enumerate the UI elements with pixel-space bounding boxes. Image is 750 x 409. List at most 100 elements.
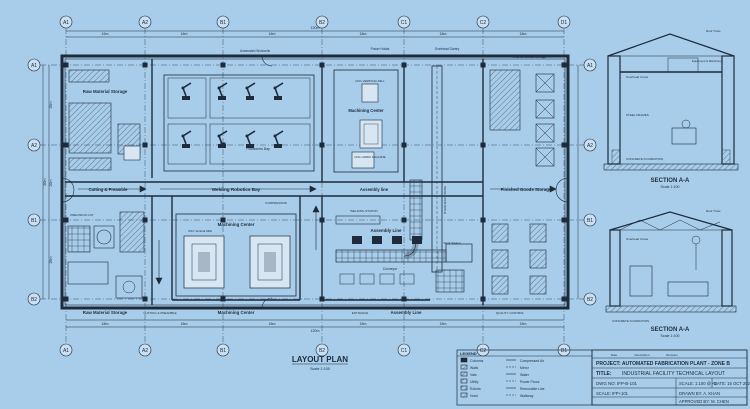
grid-bubble-label: C2: [480, 348, 487, 354]
section-bottom-drawing: [605, 211, 737, 313]
grid-bubble: [138, 343, 152, 357]
grid-bubble-label: B1: [587, 218, 593, 224]
room-label: Raw Material Storage: [83, 89, 128, 94]
note-label: WELDING STATION: [350, 209, 377, 213]
room-label: Machining Center: [218, 310, 255, 315]
column: [401, 296, 407, 302]
welding-robot: [217, 82, 228, 100]
section-note: Overhead Crane: [626, 75, 649, 79]
welding-robots: [181, 82, 284, 148]
note-label: Automated Workcells: [240, 49, 270, 53]
dimension-value: 18m: [181, 32, 188, 36]
note-label: Power Hoists: [371, 47, 390, 51]
flow-arrows: [78, 185, 557, 285]
drawn-by: DRAWN BY: A. KHAN: [679, 391, 720, 396]
room-label: Welding Robotics Bay: [212, 187, 261, 192]
storage-rack: [529, 223, 547, 243]
column: [401, 142, 407, 148]
column: [561, 217, 567, 223]
legend-swatch: [460, 378, 468, 384]
assembly-line: [335, 215, 473, 293]
column: [63, 62, 69, 68]
grid-bubble-label: D1: [561, 348, 568, 354]
finished-goods-racks: [489, 69, 555, 295]
grid-bubble: [27, 138, 41, 152]
legend-label: Utility: [470, 380, 479, 384]
grid-bubble-label: C1: [401, 348, 408, 354]
note-label: Overhead Gantry: [435, 47, 460, 51]
dimension-value: 26m: [49, 180, 53, 187]
equipment-label: CUTTING & PREAMBLE: [143, 311, 176, 315]
section-scale: Scale 1:100: [661, 185, 680, 189]
storage-rack: [529, 275, 547, 295]
dimension-value: 18m: [440, 322, 447, 326]
welding-robot: [273, 130, 284, 148]
grid-bubble-label: A1: [31, 63, 37, 69]
drawing-scale-2: SCALE: IFP+101: [596, 391, 629, 396]
note-label: CNC VERTICAL MILL: [355, 79, 385, 83]
section-note: STEEL FRAMES: [626, 113, 649, 117]
welding-robot: [217, 130, 228, 148]
grid-bubble: [27, 58, 41, 72]
grid-bubble: [557, 15, 571, 29]
grid-bubble-label: A2: [31, 143, 37, 149]
storage-rack: [491, 249, 509, 269]
column: [142, 296, 148, 302]
section-title: SECTION A-A: [651, 327, 690, 333]
storage-rack: [489, 69, 521, 131]
column: [319, 62, 325, 68]
column: [220, 296, 226, 302]
column: [401, 217, 407, 223]
legend-label: Water: [520, 373, 530, 377]
note-label: CNC HORIZ MACHINE: [354, 155, 385, 159]
room-label: Finished Goods Storage: [501, 187, 552, 192]
drawing-date: DATE: 15 OCT 2023: [714, 381, 750, 386]
grid-bubble: [59, 343, 73, 357]
revision-header: Description: [634, 353, 649, 357]
legend-label: Mirror: [520, 366, 530, 370]
column: [480, 296, 486, 302]
title-label: TITLE:: [596, 371, 612, 377]
column: [142, 142, 148, 148]
storage-rack: [535, 99, 555, 119]
legend-items: LEGENDColumnsWallsVatsUtilityRobotsHoist…: [460, 351, 545, 398]
column: [142, 217, 148, 223]
dimension-value: 18m: [440, 32, 447, 36]
dimension-value: 19m: [102, 32, 109, 36]
note-label: COMPRESSOR: [265, 201, 288, 205]
grid-bubble: [59, 15, 73, 29]
storage-rack: [535, 123, 555, 143]
welding-robot: [273, 82, 284, 100]
grid-bubble: [397, 343, 411, 357]
layout-plan-caption: LAYOUT PLAN Scale 1:100: [292, 355, 348, 371]
legend-swatch: [460, 392, 468, 398]
dimension-value: 120m: [311, 26, 320, 30]
column: [220, 217, 226, 223]
dimension-value: 18m: [269, 32, 276, 36]
room-label: Machining Center: [218, 222, 255, 227]
room-label: Raw Material Storage: [83, 310, 128, 315]
section-title: SECTION A-A: [651, 178, 690, 184]
welding-robot: [245, 82, 256, 100]
dimension-value: 18m: [269, 322, 276, 326]
grid-bubble-label: D1: [561, 20, 568, 26]
section-top-drawing: [603, 33, 739, 171]
storage-rack-cross: [535, 99, 555, 119]
column: [63, 296, 69, 302]
grid-bubble: [138, 15, 152, 29]
storage-rack-cross: [535, 123, 555, 143]
room-label: Assembly line: [360, 187, 389, 192]
grid-bubble-label: A2: [142, 20, 148, 26]
legend-swatch: [460, 371, 468, 377]
grid-bubble-label: C2: [480, 20, 487, 26]
welding-robotics-bay: [163, 74, 315, 172]
column: [561, 296, 567, 302]
section-note: CONCRETE FOUNDATION: [612, 319, 649, 323]
dimension-lines: [42, 30, 579, 328]
column: [480, 217, 486, 223]
grid-bubble-label: A2: [142, 348, 148, 354]
welding-robot: [181, 82, 192, 100]
grid-bubble: [583, 58, 597, 72]
